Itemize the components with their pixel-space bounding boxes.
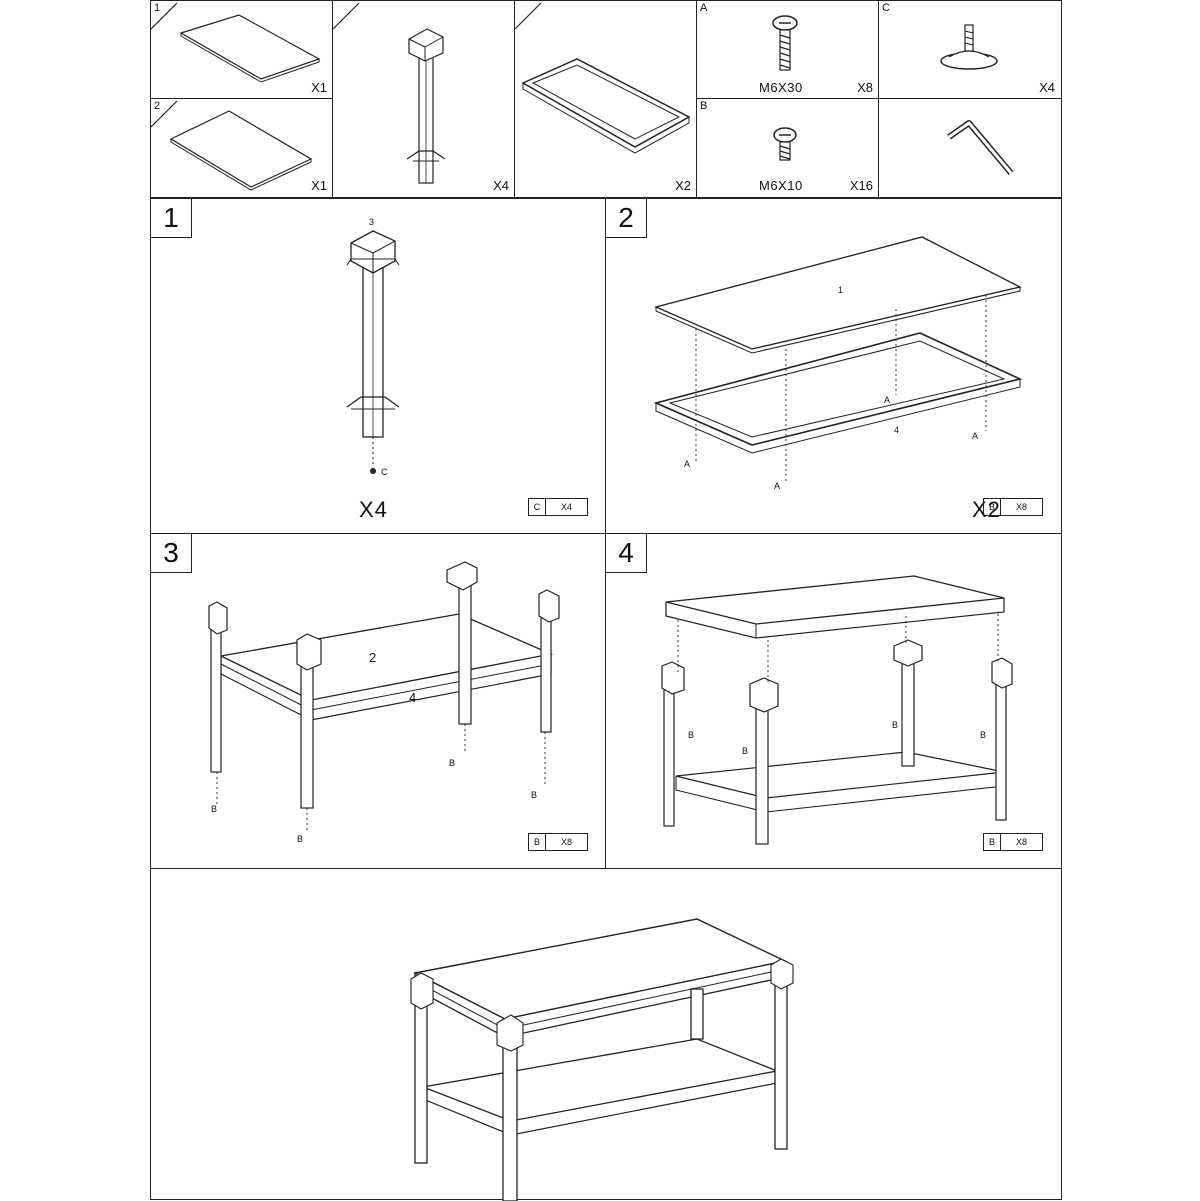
step-1-multiplier: X4 (359, 497, 388, 522)
step-3-hardware-part: B (529, 834, 546, 850)
step-1-hardware-part: C (529, 499, 546, 515)
step-4-drawing (661, 575, 1013, 845)
part-C-qty: X4 (1039, 80, 1055, 95)
step-4-hardware-box: B X8 (983, 833, 1043, 851)
step-3-drawing (208, 561, 560, 832)
leg-part-3-drawing (332, 2, 446, 184)
part-B-tag: B (700, 100, 708, 112)
step-2-number: 2 (605, 198, 647, 238)
step-2-label-top: 1 (838, 285, 844, 295)
step-4-hardware-qty: X8 (1015, 837, 1027, 847)
step-3-label-b1: B (211, 804, 218, 814)
step-3-hardware-qty: X8 (560, 837, 572, 847)
step-2-multiplier: X2 (972, 497, 1001, 522)
part-A-qty: X8 (857, 80, 873, 95)
screw-icon (772, 15, 798, 71)
step-3-label-shelf: 2 (369, 650, 377, 665)
finished-table-panel (150, 868, 1062, 1201)
step-3-label-frame: 4 (409, 690, 417, 705)
step-3-label-b3: B (449, 758, 456, 768)
part-C-tag: C (882, 2, 890, 14)
part-1-qty: X1 (311, 80, 327, 95)
assembly-sheet: 1 X1 2 X1 X4 (150, 0, 1062, 1201)
part-2-cell: 2 X1 (150, 98, 334, 198)
step-2-hardware-box: B X8 (983, 498, 1043, 516)
panel-2-drawing (150, 100, 313, 191)
step-3-label-b4: B (531, 790, 538, 800)
part-1-cell: 1 X1 (150, 0, 334, 100)
allen-key-cell (878, 98, 1062, 198)
step-4-hardware-part: B (984, 834, 1001, 850)
bolt-icon (773, 127, 797, 161)
step-2-label-a1: A (684, 459, 691, 469)
part-2-tag: 2 (154, 100, 161, 112)
part-B-cell: B M6X10 X16 (696, 98, 880, 198)
leveling-foot-icon (940, 24, 998, 70)
step-1-hardware-qty: X4 (560, 502, 572, 512)
part-A-spec: M6X30 (759, 80, 803, 95)
step-2-hardware-qty: X8 (1015, 502, 1027, 512)
step-4-label-b1: B (688, 730, 695, 740)
panel-1-drawing (150, 2, 321, 83)
part-4-qty: X2 (675, 178, 691, 193)
step-2-hardware-part: B (984, 499, 1001, 515)
step-2-drawing (653, 236, 1023, 481)
step-4-number: 4 (605, 533, 647, 573)
step-3-panel: 3 2 4 B B B B B X8 (150, 533, 607, 870)
part-2-qty: X1 (311, 178, 327, 193)
step-1-hardware-box: C X4 (528, 498, 588, 516)
step-2-panel: 2 1 4 A A A A X2 B X8 (605, 198, 1062, 535)
step-3-number: 3 (150, 533, 192, 573)
part-B-qty: X16 (849, 178, 873, 193)
part-A-tag: A (700, 2, 708, 14)
part-3-cell: X4 (332, 0, 516, 198)
step-4-label-b3: B (892, 720, 899, 730)
part-4-cell: X2 (514, 0, 698, 198)
part-C-cell: C X4 (878, 0, 1062, 100)
finished-table-drawing (410, 918, 794, 1201)
part-B-spec: M6X10 (759, 178, 803, 193)
step-4-panel: 4 B B B B B X8 (605, 533, 1062, 870)
step-1-label-part: 3 (369, 217, 375, 227)
part-1-tag: 1 (154, 2, 161, 14)
step-4-label-b4: B (980, 730, 987, 740)
step-1-panel: 1 3 C X4 C X4 (150, 198, 607, 535)
step-2-label-a4: A (972, 431, 979, 441)
step-4-label-b2: B (742, 746, 749, 756)
step-1-number: 1 (150, 198, 192, 238)
allen-key-icon (947, 120, 1014, 175)
step-2-label-frame: 4 (894, 425, 900, 435)
step-2-label-a3: A (884, 395, 891, 405)
step-1-label-foot: C (381, 467, 388, 477)
step-3-hardware-box: B X8 (528, 833, 588, 851)
part-A-cell: A M6X30 X8 (696, 0, 880, 100)
step-2-label-a2: A (774, 481, 781, 491)
step-1-drawing (346, 230, 400, 474)
step-3-label-b2: B (297, 834, 304, 844)
frame-part-4-drawing (514, 2, 691, 154)
part-3-qty: X4 (493, 178, 509, 193)
